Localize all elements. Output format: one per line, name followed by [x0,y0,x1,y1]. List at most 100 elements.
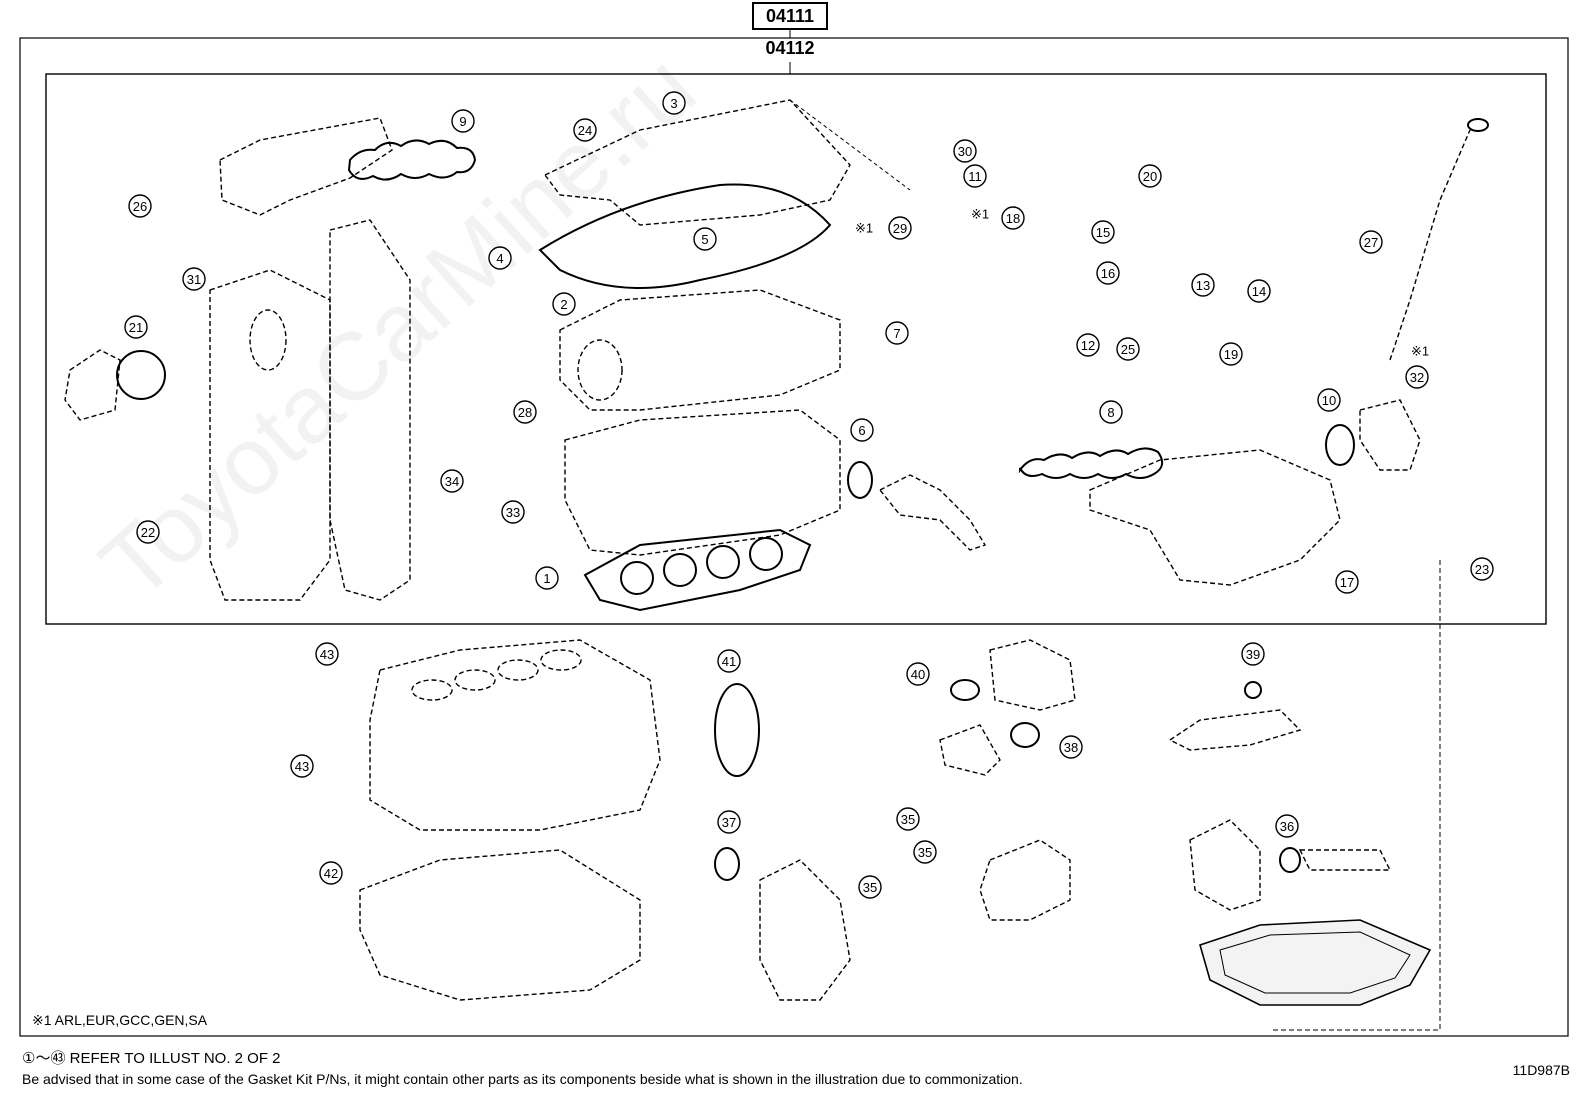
oil-dipstick [1389,118,1489,361]
callout-number: 27 [1364,235,1378,250]
callout-number: 22 [141,525,155,540]
callout-26: 26 [128,194,152,218]
callout-number: 3 [670,96,677,111]
thermostat-housing [847,461,987,551]
callout-43: 43 [290,754,314,778]
callout-31: 31 [182,267,206,291]
callout-number: 24 [578,123,592,138]
callout-number: 11 [968,169,982,184]
callout-number: 15 [1096,225,1110,240]
callout-number: 10 [1322,393,1336,408]
callout-number: 34 [445,474,459,489]
callout-number: 16 [1101,266,1115,281]
callout-7: 7 [885,321,909,345]
callout-36: 36 [1275,814,1299,838]
callout-5: 5 [693,227,717,251]
callout-number: 2 [560,297,567,312]
illustration-id: 11D987B [1512,1062,1570,1078]
oil-pump-body [979,839,1071,921]
callout-42: 42 [319,861,343,885]
kit-code-box: 04111 [752,2,828,30]
callout-35: 35 [913,840,937,864]
callout-39: 39 [1241,642,1265,666]
callout-number: 32 [1410,370,1424,385]
callout-34: 34 [440,469,464,493]
callout-number: 13 [1196,278,1210,293]
cylinder-block [369,639,661,831]
cylinder-head-gasket [583,528,812,612]
callout-number: 30 [958,144,972,159]
callout-32: 32 [1405,365,1429,389]
callout-number: 29 [893,221,907,236]
callout-21: 21 [124,315,148,339]
callout-35: 35 [896,807,920,831]
callout-number: 23 [1475,562,1489,577]
callout-number: 26 [133,199,147,214]
callout-number: 35 [863,880,877,895]
oil-cooler-pipe [1168,681,1302,751]
callout-33: 33 [501,500,525,524]
callout-number: 43 [320,647,334,662]
callout-19: 19 [1219,342,1243,366]
exhaust-manifold [219,117,477,216]
timing-cover-lower [714,847,851,1001]
callout-number: 7 [893,326,900,341]
callout-number: 8 [1107,405,1114,420]
callout-number: 28 [518,405,532,420]
refer-note: ①～㊸ REFER TO ILLUST NO. 2 OF 2 [22,1050,281,1067]
callout-28: 28 [513,400,537,424]
callout-22: 22 [136,520,160,544]
callout-18: 18 [1001,206,1025,230]
callout-1: 1 [535,566,559,590]
callout-number: 42 [324,866,338,881]
callout-number: 31 [187,272,201,287]
market-note-mark: ※1 [971,207,989,222]
callout-number: 36 [1280,819,1294,834]
callout-number: 33 [506,505,520,520]
callout-30: 30 [953,139,977,163]
callout-number: 38 [1064,740,1078,755]
callout-number: 19 [1224,347,1238,362]
callout-2: 2 [552,292,576,316]
callout-29: 29 [888,216,912,240]
callout-38: 38 [1059,735,1083,759]
callout-number: 5 [701,232,708,247]
callout-10: 10 [1317,388,1341,412]
crankcase [359,849,641,1001]
cylinder-head [564,409,841,556]
callout-4: 4 [488,246,512,270]
kit-04112-frame [45,73,1547,625]
callout-13: 13 [1191,273,1215,297]
callout-20: 20 [1138,164,1162,188]
timing-chain-cover [209,219,411,601]
callout-number: 9 [459,114,466,129]
callout-25: 25 [1116,337,1140,361]
callout-15: 15 [1091,220,1115,244]
callout-number: 37 [722,815,736,830]
advisory-note: Be advised that in some case of the Gask… [22,1071,1023,1087]
callout-number: 4 [496,251,503,266]
callout-27: 27 [1359,230,1383,254]
callout-23: 23 [1470,557,1494,581]
callout-6: 6 [850,418,874,442]
callout-24: 24 [573,118,597,142]
callout-number: 43 [295,759,309,774]
callout-number: 21 [129,320,143,335]
rear-oil-seal [714,683,760,777]
camshaft-housing [559,289,841,411]
intake-manifold [1019,447,1341,586]
oil-pan [1199,919,1432,1006]
callout-17: 17 [1335,570,1359,594]
oil-filter-bracket [1189,819,1392,911]
egr-valve [939,639,1076,776]
water-pump [64,349,166,421]
callout-8: 8 [1099,400,1123,424]
kit-04111-frame [19,37,1569,1037]
callout-number: 35 [918,845,932,860]
callout-number: 6 [858,423,865,438]
callout-number: 12 [1081,338,1095,353]
callout-16: 16 [1096,261,1120,285]
callout-35: 35 [858,875,882,899]
callout-9: 9 [451,109,475,133]
